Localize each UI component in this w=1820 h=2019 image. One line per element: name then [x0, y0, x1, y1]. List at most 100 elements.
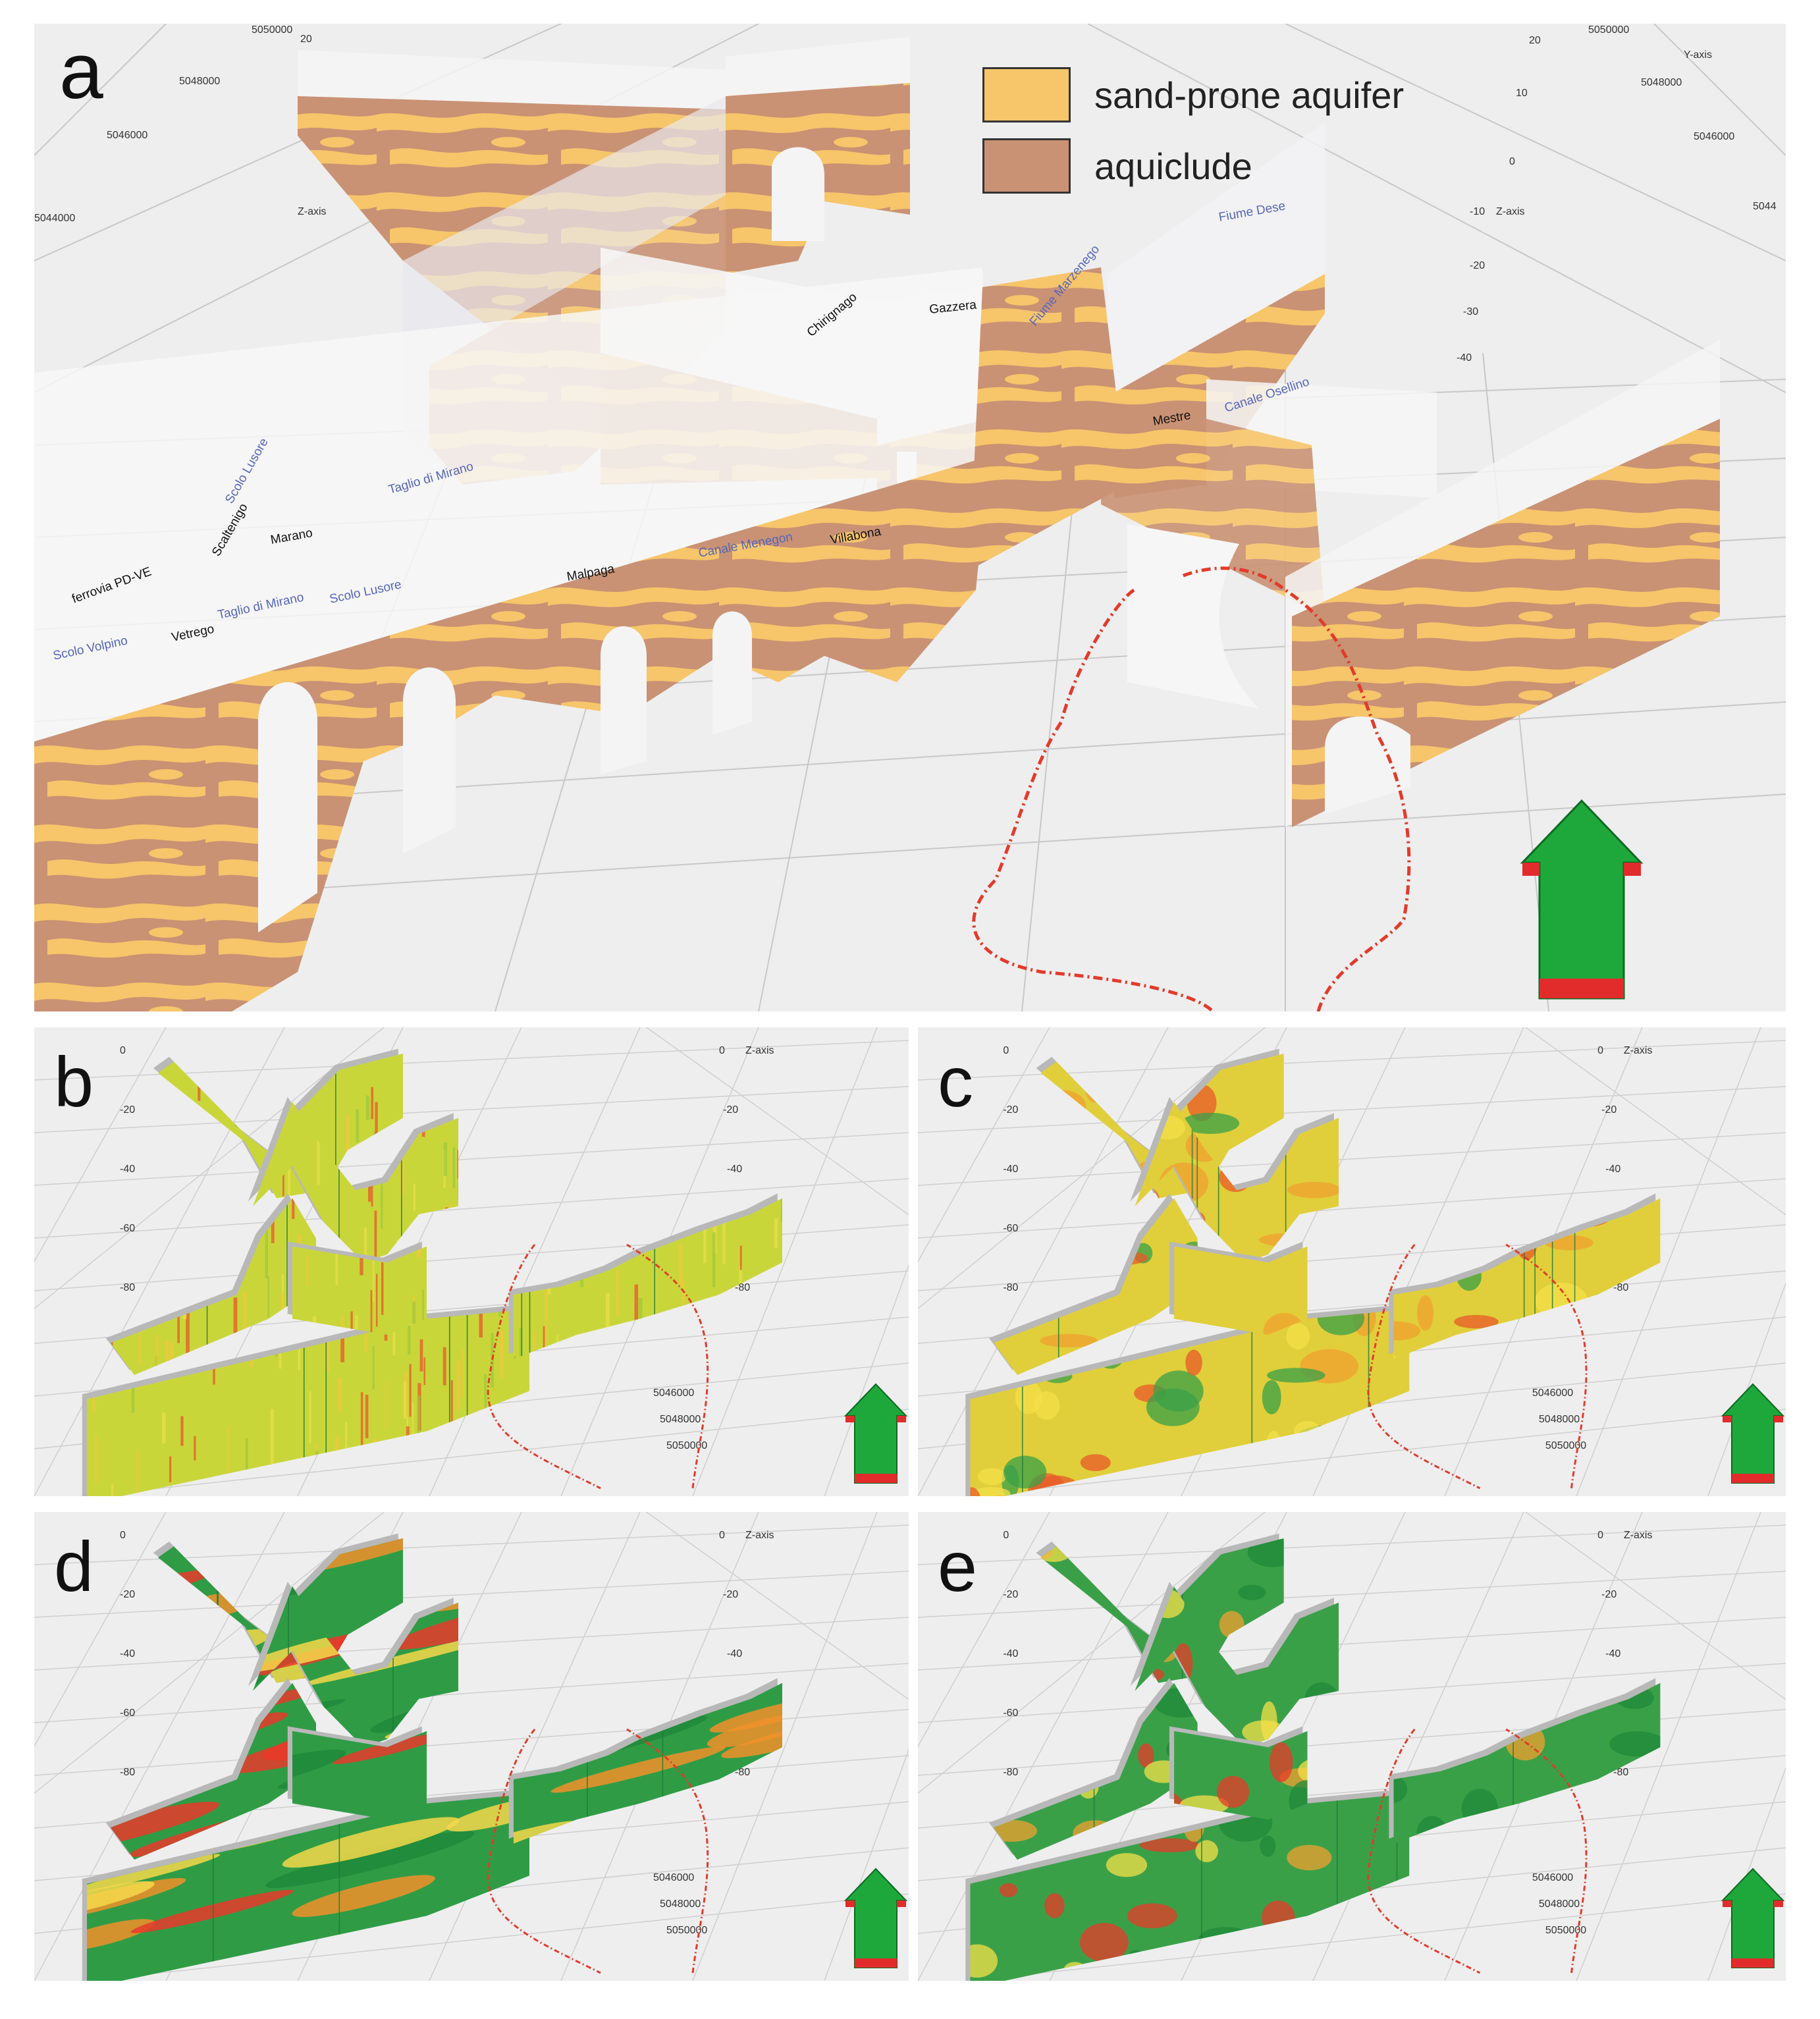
z-tick: -80	[735, 1767, 750, 1778]
panel-b-label: b	[54, 1042, 94, 1121]
z-tick: -60	[1003, 1223, 1018, 1234]
y-tick: 5046000	[1532, 1387, 1573, 1399]
z-tick: 0	[120, 1045, 126, 1056]
svg-text:5048000: 5048000	[179, 76, 220, 87]
z-tick: -60	[1003, 1708, 1018, 1719]
z-tick: -80	[120, 1282, 135, 1293]
z-axis-label: Z-axis	[1624, 1045, 1653, 1056]
y-tick: 5046000	[653, 1872, 694, 1883]
study-area-boundary	[1367, 1728, 1588, 1974]
legend-item-aquiclude: aquiclude	[982, 133, 1404, 199]
z-tick: -20	[120, 1104, 135, 1116]
z-axis-label: Z-axis	[745, 1530, 774, 1541]
svg-text:-20: -20	[1470, 260, 1485, 271]
y-tick: 5050000	[666, 1925, 707, 1936]
z-tick: -20	[1003, 1104, 1018, 1116]
panel-b-3d-view: 00-20-20-40-40-60-60-80-80Z-axis22960002…	[34, 1027, 909, 1496]
z-tick: -40	[120, 1164, 135, 1175]
y-tick: 5048000	[660, 1414, 701, 1425]
panel-a: 5050000 5048000 5046000 5044000 20 Z-axi…	[34, 24, 1786, 1011]
y-tick: 5046000	[1532, 1872, 1573, 1883]
section-middle	[292, 1731, 427, 1820]
fence-diagram	[965, 1048, 1661, 1496]
study-area-boundary	[972, 566, 1411, 1011]
legend: sand-prone aquifer aquiclude	[982, 62, 1404, 204]
z-tick: -60	[120, 1708, 135, 1719]
section-middle	[1174, 1731, 1308, 1820]
svg-text:Y-axis: Y-axis	[1684, 49, 1712, 61]
svg-text:5044: 5044	[1753, 201, 1777, 212]
z-tick: -40	[120, 1648, 135, 1659]
z-tick: -80	[1003, 1767, 1018, 1778]
legend-label-aquiclude: aquiclude	[1094, 145, 1252, 187]
svg-text:10: 10	[1516, 88, 1528, 99]
north-arrow-icon	[1721, 1383, 1785, 1484]
svg-text:20: 20	[300, 34, 312, 45]
cross-section-back-middle	[726, 37, 910, 274]
study-area-boundary	[1367, 1243, 1588, 1490]
svg-text:5048000: 5048000	[1641, 77, 1682, 88]
svg-text:5046000: 5046000	[1694, 131, 1734, 142]
z-tick: 0	[719, 1530, 725, 1541]
north-arrow-icon	[1520, 799, 1644, 1000]
z-tick: 0	[1597, 1530, 1603, 1541]
svg-text:Z-axis: Z-axis	[1496, 206, 1525, 217]
z-tick: -80	[120, 1767, 135, 1778]
z-tick: -40	[1605, 1648, 1620, 1659]
panel-d: 00-20-20-40-40-60-60-80-80Z-axis22960002…	[34, 1512, 909, 1981]
z-axis-label: Z-axis	[745, 1045, 774, 1056]
svg-text:5046000: 5046000	[107, 130, 147, 141]
z-tick: -80	[1613, 1767, 1628, 1778]
fence-diagram	[965, 1533, 1661, 1981]
z-tick: -20	[1003, 1589, 1018, 1600]
panel-c-label: c	[938, 1042, 973, 1121]
legend-swatch-sand	[982, 67, 1071, 122]
study-area-boundary	[487, 1243, 709, 1490]
z-tick: -80	[1613, 1282, 1628, 1293]
svg-text:Z-axis: Z-axis	[298, 206, 327, 217]
legend-label-sand: sand-prone aquifer	[1094, 74, 1405, 116]
legend-swatch-aquiclude	[982, 138, 1071, 194]
svg-text:20: 20	[1529, 35, 1541, 46]
z-tick: -20	[1601, 1589, 1617, 1600]
y-tick: 5048000	[660, 1898, 701, 1910]
z-tick: -20	[1601, 1104, 1617, 1116]
svg-text:0: 0	[1509, 156, 1515, 167]
north-arrow-icon	[1721, 1868, 1785, 1968]
panel-d-3d-view: 00-20-20-40-40-60-60-80-80Z-axis22960002…	[34, 1512, 909, 1981]
fence-diagram	[82, 1533, 783, 1981]
fence-diagram	[82, 1048, 783, 1496]
legend-item-sand: sand-prone aquifer	[982, 62, 1404, 128]
z-axis-label: Z-axis	[1624, 1530, 1653, 1541]
y-tick: 5050000	[1545, 1440, 1586, 1451]
z-tick: -40	[727, 1164, 742, 1175]
svg-text:5050000: 5050000	[252, 24, 292, 36]
z-tick: -40	[1003, 1648, 1018, 1659]
cross-section-front-center	[969, 267, 1325, 709]
cross-section-right-front	[1285, 340, 1720, 827]
z-tick: -60	[120, 1223, 135, 1234]
z-tick: -40	[1605, 1164, 1620, 1175]
z-tick: 0	[1597, 1045, 1603, 1056]
panel-e: 00-20-20-40-40-60-60-80-80Z-axis22960002…	[918, 1512, 1786, 1981]
z-tick: -80	[735, 1282, 750, 1293]
y-tick: 5050000	[666, 1440, 707, 1451]
z-tick: 0	[1003, 1045, 1009, 1056]
z-tick: 0	[120, 1530, 126, 1541]
north-arrow-icon	[843, 1868, 908, 1968]
axis-ticks-left: 5050000 5048000 5046000 5044000 20 Z-axi…	[34, 24, 327, 224]
panel-e-label: e	[938, 1526, 978, 1606]
z-tick: 0	[1003, 1530, 1009, 1541]
study-area-boundary	[487, 1728, 709, 1974]
z-tick: -40	[1003, 1164, 1018, 1175]
svg-text:5044000: 5044000	[34, 213, 75, 224]
panel-a-3d-view: 5050000 5048000 5046000 5044000 20 Z-axi…	[34, 24, 1786, 1011]
panel-c-3d-view: 00-20-20-40-40-60-60-80-80Z-axis22960002…	[918, 1027, 1786, 1496]
y-tick: 5050000	[1545, 1925, 1586, 1936]
y-tick: 5046000	[653, 1387, 694, 1399]
panel-e-3d-view: 00-20-20-40-40-60-60-80-80Z-axis22960002…	[918, 1512, 1786, 1981]
axis-ticks-right: 5050000 Y-axis 5048000 5046000 5044 20 1…	[1457, 24, 1777, 363]
z-tick: -80	[1003, 1282, 1018, 1293]
section-middle	[1174, 1246, 1308, 1335]
z-tick: -20	[723, 1104, 738, 1116]
